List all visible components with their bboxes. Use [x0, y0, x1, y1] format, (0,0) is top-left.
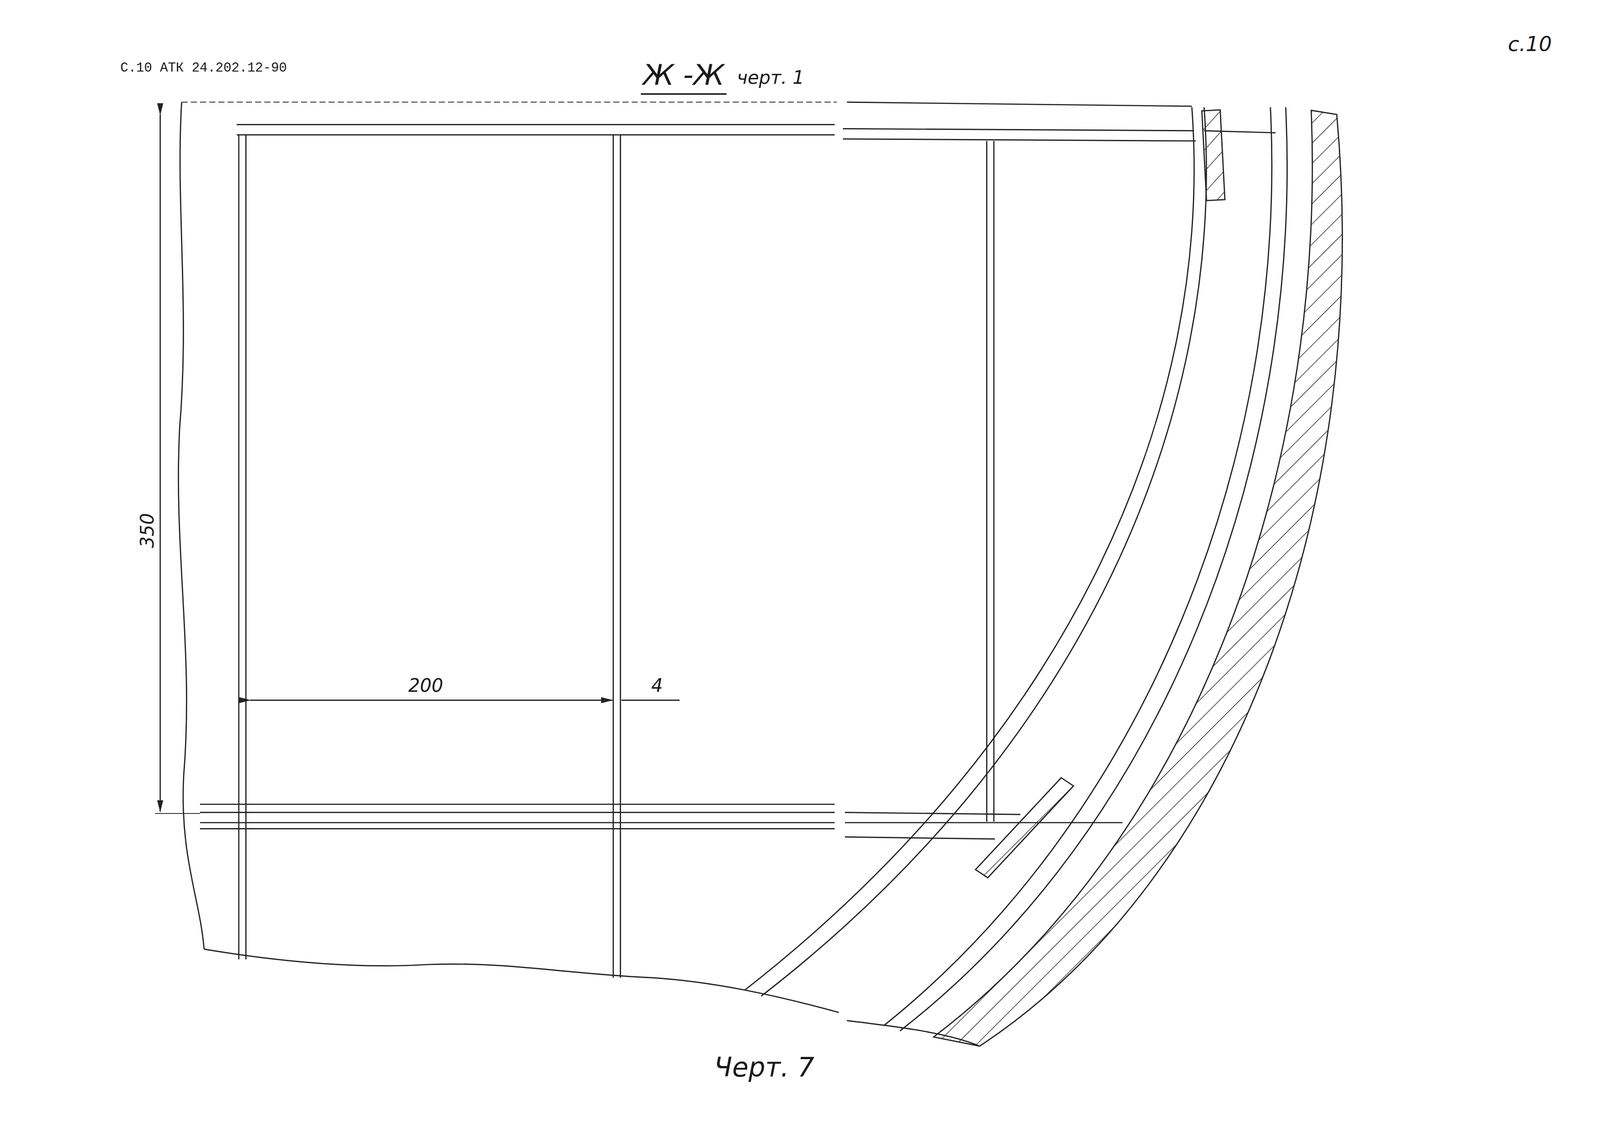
section-title: Ж -Ж: [643, 59, 725, 91]
dimension-value: 350: [137, 510, 158, 551]
drawing-caption: Черт. 7: [714, 1053, 815, 1083]
drawing-reference: черт. 1: [736, 67, 805, 88]
dimension-value: 200: [408, 675, 443, 696]
drawing-lines: [154, 93, 1343, 1046]
document-code: С.10 АТК 24.202.12-90: [120, 61, 287, 76]
page-number: с.10: [1507, 32, 1552, 56]
dimension-value: 4: [651, 675, 663, 696]
